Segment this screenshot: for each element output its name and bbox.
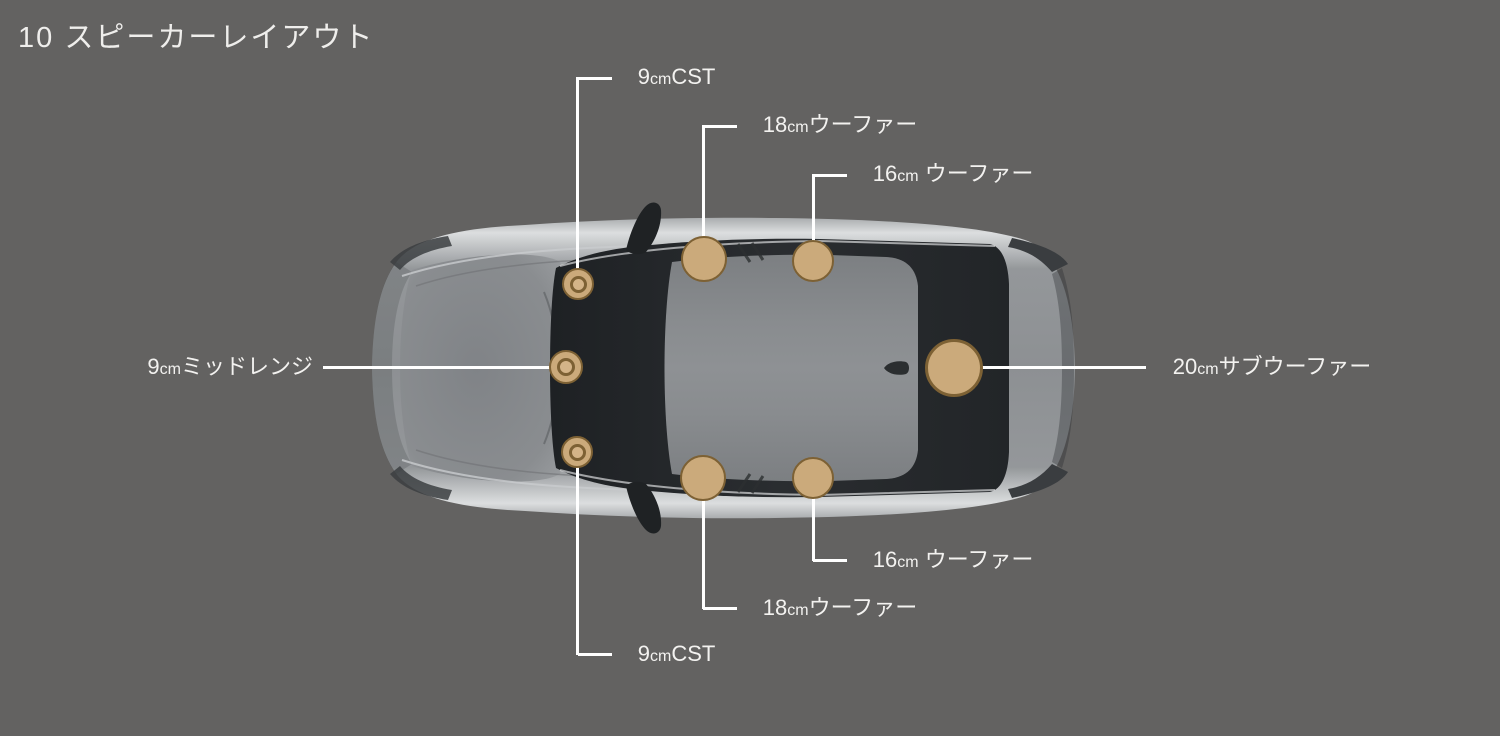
label-name: サブウーファー [1218, 353, 1372, 379]
label-unit: cm [787, 601, 809, 619]
hood-shadow-line-top [415, 259, 586, 287]
headlight-left [390, 236, 452, 270]
label-cst-top: 9cmCST [620, 50, 716, 104]
callout-line-cst-bottom-vertical [576, 452, 579, 655]
callout-line-subwoofer-horizontal [954, 366, 1146, 369]
hood-shadow-line-bottom [415, 449, 586, 477]
speaker-marker-midrange-center [549, 350, 583, 384]
antenna-fin [884, 361, 909, 375]
label-midrange: 9cmミッドレンジ [130, 340, 313, 394]
callout-line-midrange-horizontal [323, 366, 566, 369]
label-size: 9 [147, 353, 160, 379]
label-unit: cm [897, 167, 919, 185]
label-size: 16 [872, 160, 898, 186]
callout-line-woofer18-bottom-vertical [702, 478, 705, 609]
label-size: 18 [762, 594, 788, 620]
label-size: 9 [637, 63, 651, 89]
speaker-ring-icon [557, 358, 575, 376]
speaker-ring-icon [568, 443, 586, 461]
callout-line-woofer16-top-horizontal [813, 174, 847, 177]
hood-crease-bottom [401, 459, 641, 491]
speaker-marker-subwoofer-rear [925, 339, 983, 397]
speaker-marker-woofer18-door-bottom [680, 455, 726, 501]
callout-line-woofer18-top-horizontal [703, 125, 737, 128]
label-unit: cm [897, 553, 919, 571]
headlight-right [390, 466, 452, 500]
speaker-marker-woofer16-rear-top [792, 240, 834, 282]
callout-line-woofer18-top-vertical [702, 125, 705, 259]
label-subwoofer: 20cmサブウーファー [1155, 340, 1372, 394]
page-title: 10 スピーカーレイアウト [18, 22, 375, 54]
label-woofer16-top: 16cm ウーファー [855, 147, 1034, 201]
label-woofer18-top: 18cmウーファー [745, 98, 918, 152]
label-name: ウーファー [918, 160, 1034, 186]
callout-line-cst-top-horizontal [578, 77, 612, 80]
roof [664, 254, 918, 482]
callout-line-woofer18-bottom-horizontal [703, 607, 737, 610]
speaker-ring-icon [569, 275, 587, 293]
side-mirror-right [626, 481, 662, 534]
taillight-left [1008, 238, 1068, 272]
speaker-marker-woofer16-rear-bottom [792, 457, 834, 499]
b-pillar-vents-bottom [736, 473, 765, 494]
label-name: CST [671, 63, 716, 89]
label-cst-bottom: 9cmCST [620, 627, 716, 681]
label-name: ミッドレンジ [180, 353, 313, 379]
side-mirror-left [626, 202, 662, 255]
label-woofer16-bottom: 16cm ウーファー [855, 533, 1034, 587]
label-name: ウーファー [918, 546, 1034, 572]
callout-line-cst-top-vertical [576, 77, 579, 284]
label-unit: cm [787, 118, 809, 136]
speaker-marker-woofer18-door-top [681, 236, 727, 282]
label-woofer18-bottom: 18cmウーファー [745, 581, 918, 635]
car-body-group [372, 202, 1075, 534]
callout-line-cst-bottom-horizontal [578, 653, 612, 656]
speaker-marker-cst-front-bottom [561, 436, 593, 468]
taillight-right [1008, 464, 1068, 498]
label-unit: cm [650, 647, 672, 665]
callout-line-woofer16-bottom-vertical [812, 478, 815, 561]
label-size: 9 [637, 640, 651, 666]
label-unit: cm [650, 70, 672, 88]
label-name: CST [671, 640, 716, 666]
label-unit: cm [1197, 360, 1219, 378]
label-name: ウーファー [808, 594, 918, 620]
label-size: 18 [762, 111, 788, 137]
label-name: ウーファー [808, 111, 918, 137]
speaker-marker-cst-front-top [562, 268, 594, 300]
callout-line-woofer16-bottom-horizontal [813, 559, 847, 562]
label-size: 16 [872, 546, 898, 572]
label-size: 20 [1172, 353, 1198, 379]
label-unit: cm [159, 360, 181, 378]
callout-line-woofer16-top-vertical [812, 174, 815, 261]
b-pillar-vents-top [736, 242, 765, 263]
hood-crease-top [401, 245, 641, 277]
